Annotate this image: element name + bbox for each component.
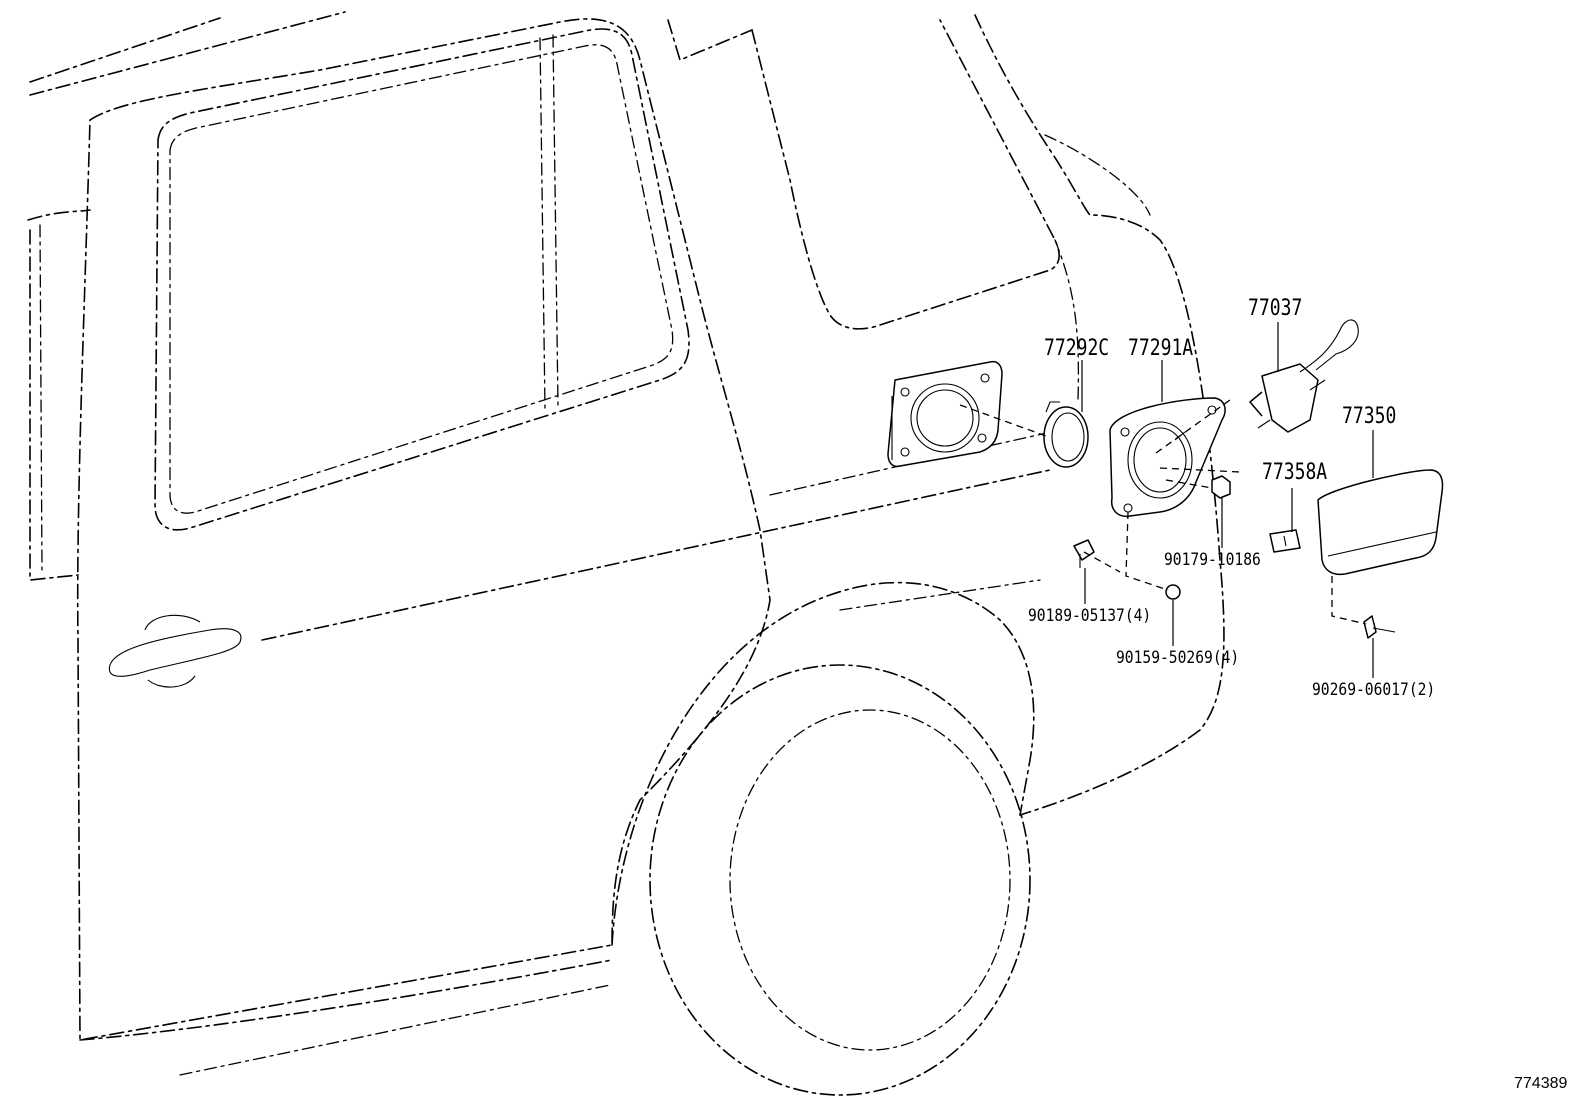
link-box-screw bbox=[1125, 511, 1169, 591]
part-label-90189-05137: 90189-05137(4) bbox=[1028, 606, 1152, 626]
front-edge-3 bbox=[39, 224, 43, 571]
part-label-90159-50269: 90159-50269(4) bbox=[1116, 648, 1240, 668]
wheel-arch bbox=[611, 581, 1035, 946]
roof-line bbox=[29, 17, 221, 83]
quarter-window bbox=[751, 19, 1060, 330]
part-label-77037: 77037 bbox=[1248, 296, 1303, 321]
link-plate-ring bbox=[959, 404, 1047, 437]
arch-lip bbox=[839, 579, 1041, 611]
front-edge-2 bbox=[29, 229, 79, 581]
fuel-inlet-box-77291a bbox=[1109, 397, 1226, 518]
door-handle-recess bbox=[144, 614, 201, 631]
roof-rear-edge bbox=[1044, 134, 1151, 216]
fuel-lid-77350 bbox=[1317, 469, 1444, 576]
character-line bbox=[261, 469, 1051, 641]
part-label-90269-06017: 90269-06017(2) bbox=[1312, 680, 1436, 700]
tire-outer bbox=[649, 664, 1031, 1096]
fuel-lid-lock-77037 bbox=[1249, 319, 1359, 433]
rear-pillar bbox=[667, 19, 753, 61]
roof-line-2 bbox=[29, 11, 346, 96]
clip-90189-05137 bbox=[1073, 539, 1095, 568]
door-handle-recess-2 bbox=[147, 675, 196, 688]
rocker-line bbox=[79, 959, 613, 1041]
quarter-panel-line bbox=[1054, 239, 1080, 401]
link-box-lock bbox=[1155, 399, 1231, 454]
character-line-2 bbox=[769, 429, 1061, 496]
illustration-code: 774389 bbox=[1514, 1075, 1568, 1092]
rear-hatch-edge bbox=[974, 14, 1225, 816]
door-handle bbox=[108, 628, 242, 677]
part-label-77291a: 77291A bbox=[1128, 336, 1194, 361]
link-clip bbox=[1083, 551, 1121, 573]
b-pillar-line-2 bbox=[552, 34, 559, 407]
part-label-77358a: 77358A bbox=[1262, 460, 1328, 485]
nut-90179-10186 bbox=[1211, 475, 1231, 499]
part-label-77292c: 77292C bbox=[1044, 336, 1110, 361]
link-box-nut bbox=[1165, 479, 1213, 489]
rocker-line-2 bbox=[179, 984, 611, 1076]
window-inner bbox=[169, 44, 674, 514]
part-label-77350: 77350 bbox=[1342, 404, 1397, 429]
rear-door-outline bbox=[76, 18, 771, 1041]
filler-ring-77292c bbox=[1043, 401, 1089, 468]
link-box-clip bbox=[1159, 467, 1241, 473]
b-pillar-line bbox=[539, 37, 546, 411]
rivet-90269-06017 bbox=[1363, 615, 1396, 639]
part-label-90179-10186: 90179-10186 bbox=[1164, 550, 1261, 570]
window-outer bbox=[154, 28, 690, 531]
clip-77358a bbox=[1269, 529, 1301, 553]
link-lid-rivet bbox=[1331, 576, 1367, 625]
fuel-inlet-opening-plate bbox=[887, 360, 1003, 468]
front-edge bbox=[27, 209, 91, 221]
wheel-rim bbox=[729, 709, 1011, 1051]
screw-90159-50269 bbox=[1165, 584, 1181, 600]
